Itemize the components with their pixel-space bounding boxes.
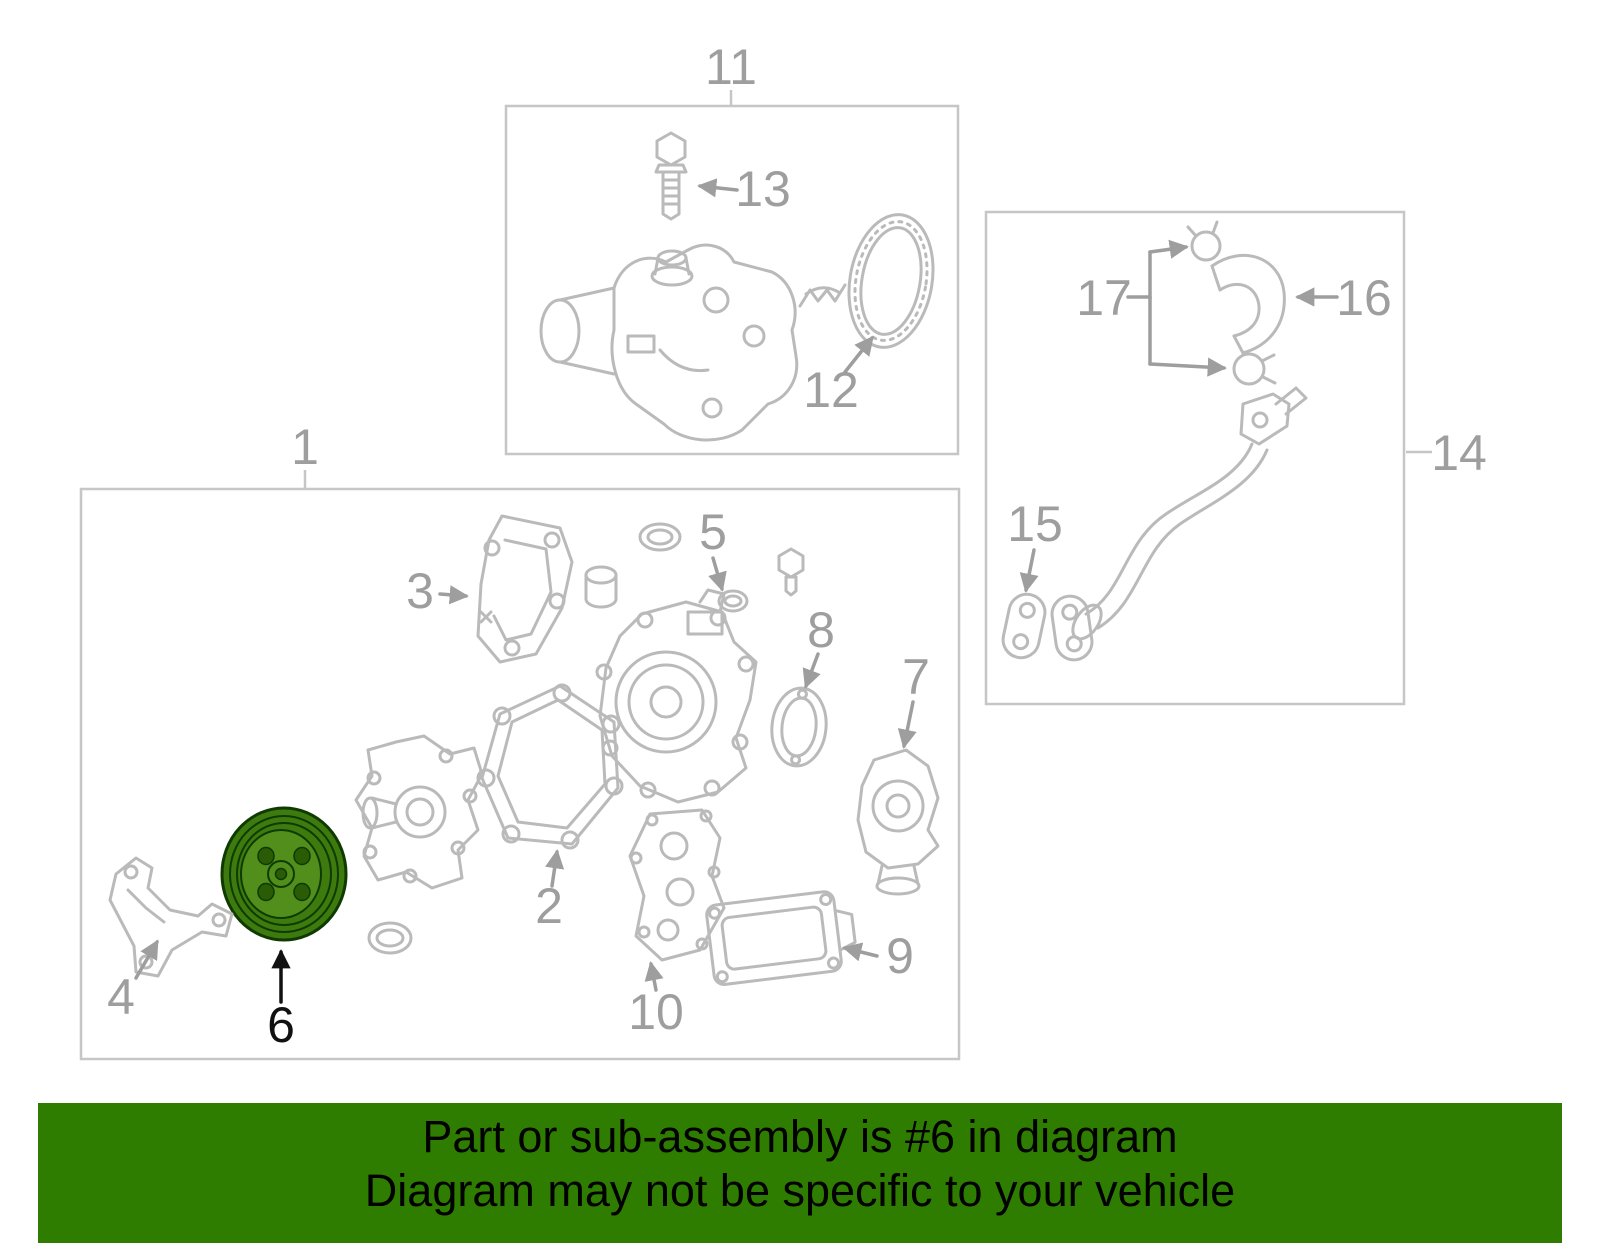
callout-8-arrow bbox=[802, 652, 821, 689]
callout-4-arrow bbox=[134, 939, 159, 980]
gasket-2-drawing bbox=[476, 683, 624, 850]
callout-6-highlighted: 6 bbox=[267, 997, 295, 1053]
gasket-10-drawing bbox=[628, 808, 726, 962]
oring-drawing bbox=[367, 921, 413, 955]
callout-16: 16 bbox=[1336, 270, 1392, 326]
callout-3-arrow bbox=[438, 585, 469, 605]
callout-8: 8 bbox=[807, 602, 835, 658]
callout-15: 15 bbox=[1007, 496, 1063, 552]
callout-17-arrow-bottom bbox=[1148, 357, 1227, 377]
callout-11: 11 bbox=[705, 39, 757, 95]
hose-16-drawing bbox=[1210, 254, 1286, 355]
oil-cooler-9-drawing bbox=[705, 890, 857, 986]
pipe-gaskets-15-drawing bbox=[1001, 592, 1094, 662]
callout-5-arrow bbox=[708, 556, 727, 592]
bracket-4-drawing bbox=[108, 856, 234, 978]
callout-10: 10 bbox=[628, 984, 684, 1040]
notice-banner-background bbox=[38, 1103, 1562, 1243]
small-seal-drawing bbox=[638, 522, 682, 552]
callout-7: 7 bbox=[902, 649, 930, 705]
callout-10-arrow bbox=[644, 961, 664, 992]
pump-rear-flange-drawing bbox=[354, 734, 484, 890]
callout-9: 9 bbox=[886, 928, 914, 984]
callout-2-arrow bbox=[545, 849, 565, 888]
water-pipe-drawing bbox=[1071, 386, 1308, 641]
notice-banner-line1: Part or sub-assembly is #6 in diagram bbox=[422, 1111, 1177, 1162]
notice-banner-line2: Diagram may not be specific to your vehi… bbox=[365, 1165, 1235, 1216]
callout-7-arrow bbox=[897, 700, 917, 749]
callout-17: 17 bbox=[1076, 270, 1132, 326]
callout-12-arrow bbox=[843, 335, 874, 374]
oring-5-drawing bbox=[717, 589, 749, 613]
callout-17-arrow-top bbox=[1148, 239, 1189, 259]
small-bolt-drawing bbox=[777, 547, 805, 597]
bolt-13-drawing bbox=[654, 131, 688, 221]
notice-banner: Part or sub-assembly is #6 in diagram Di… bbox=[38, 1103, 1562, 1243]
callout-5: 5 bbox=[699, 504, 727, 560]
hose-clamp-bottom-drawing bbox=[1232, 352, 1277, 386]
small-bushing-drawing bbox=[584, 565, 618, 609]
callout-14: 14 bbox=[1431, 425, 1487, 481]
thermostat-housing-drawing bbox=[539, 243, 799, 442]
retainer-clip-drawing bbox=[798, 283, 847, 308]
water-pump-drawing bbox=[595, 588, 758, 804]
group-box-11 bbox=[504, 104, 960, 456]
callout-15-arrow bbox=[1019, 548, 1039, 593]
group-box-1 bbox=[79, 487, 961, 1061]
callout-13: 13 bbox=[735, 161, 791, 217]
callout-13-arrow bbox=[697, 178, 739, 198]
seal-ring-12-drawing bbox=[847, 213, 935, 349]
pulley-part-6-highlighted bbox=[220, 806, 348, 942]
callout-3: 3 bbox=[406, 563, 434, 619]
group-box-14 bbox=[984, 210, 1406, 706]
callout-9-arrow bbox=[842, 942, 879, 962]
bracket-3-drawing bbox=[476, 514, 574, 664]
callout-4: 4 bbox=[107, 969, 135, 1025]
hose-clamp-top-drawing bbox=[1186, 220, 1222, 262]
gasket-8-drawing bbox=[770, 686, 828, 768]
callout-12: 12 bbox=[803, 362, 859, 418]
callout-2: 2 bbox=[535, 878, 563, 934]
callout-1: 1 bbox=[291, 419, 319, 475]
thermostat-7-drawing bbox=[856, 748, 940, 896]
